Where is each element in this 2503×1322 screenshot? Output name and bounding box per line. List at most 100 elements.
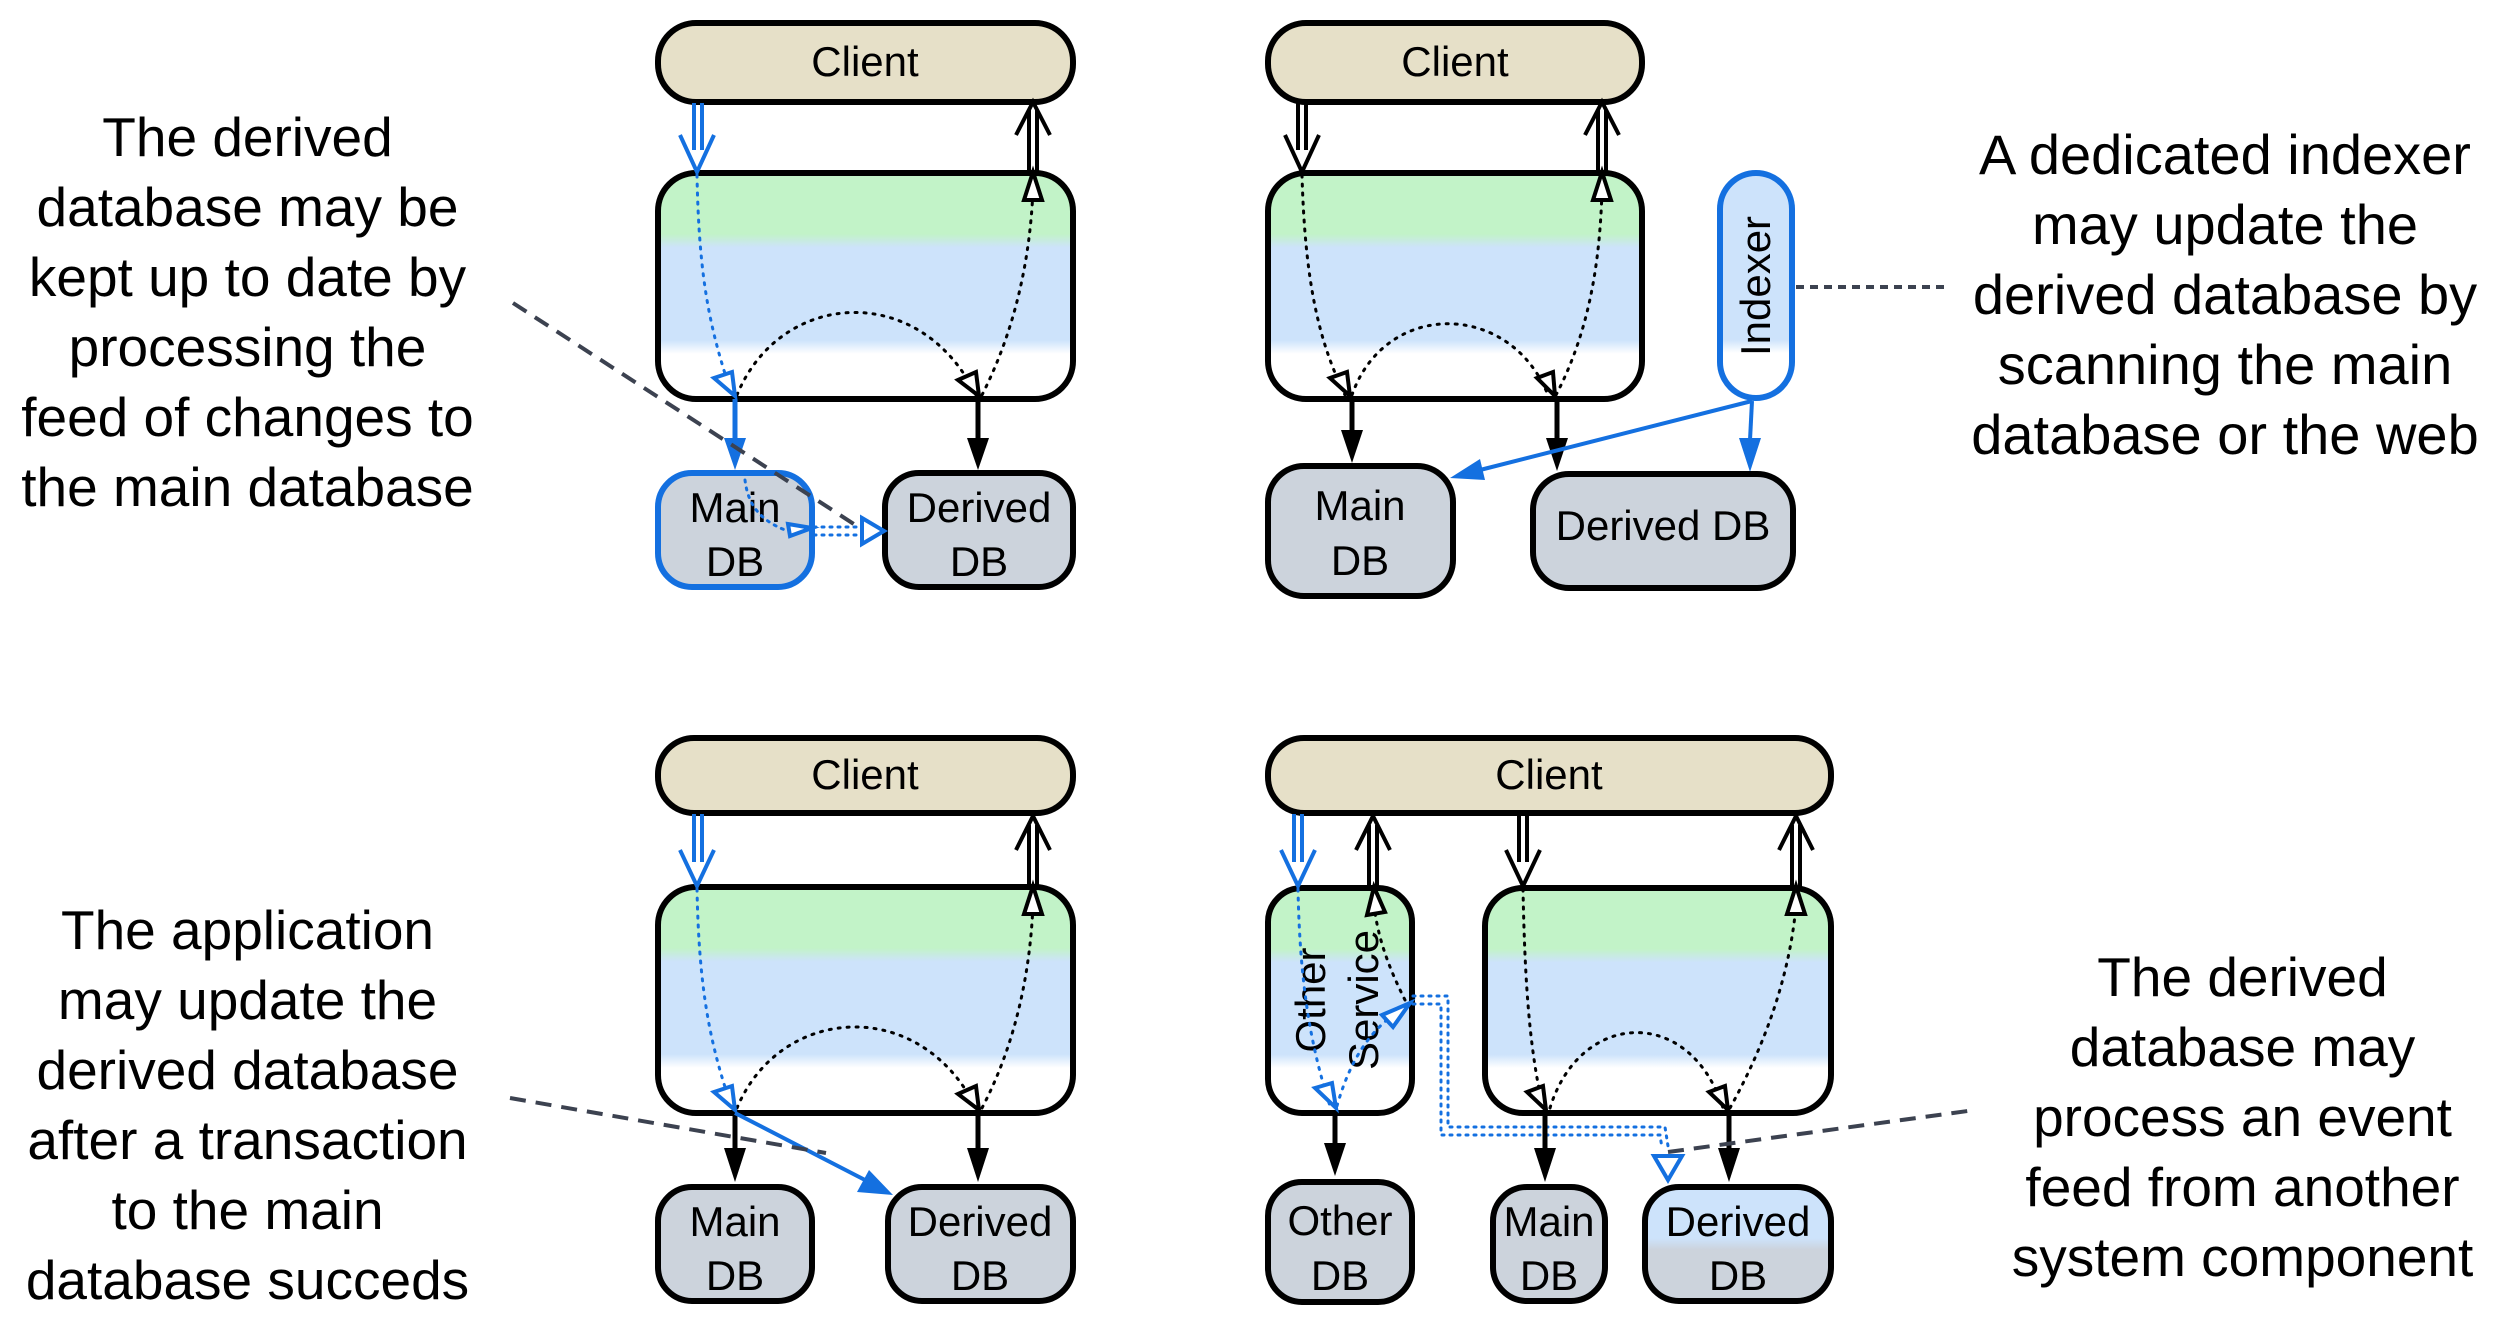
caption-line: database succeds <box>25 1249 470 1311</box>
caption-line: scanning the main <box>1997 333 2453 396</box>
caption-line: may update the <box>2031 193 2419 256</box>
open-arrowhead <box>1650 1154 1686 1184</box>
panel-dedicated-indexer: Client Indexer Main DB Derived DB <box>1265 20 1945 599</box>
caption-line: The application <box>60 899 435 961</box>
open-arrowhead <box>1364 880 1388 918</box>
derived-db-label-line1: Derived <box>908 1198 1053 1245</box>
dotted-flow-arc <box>1548 1031 1725 1110</box>
open-arrowhead <box>860 514 888 548</box>
application-box[interactable] <box>1482 885 1834 1116</box>
main-db-label-line2: DB <box>706 1252 764 1299</box>
main-db[interactable] <box>1265 463 1456 599</box>
arrowhead <box>1739 438 1761 472</box>
application-box[interactable] <box>655 170 1076 402</box>
response-arrow-other <box>1354 811 1392 889</box>
derived-db-label-line1: Derived <box>907 484 1052 531</box>
other-db[interactable] <box>1265 1179 1415 1305</box>
dotted-flow-return <box>1554 188 1604 397</box>
open-arrowhead <box>1311 1080 1339 1114</box>
dotted-flow-arc <box>735 311 978 397</box>
open-arrowhead <box>1784 879 1808 916</box>
response-arrow <box>1583 97 1621 175</box>
client-box[interactable] <box>1265 20 1645 105</box>
client-label: Client <box>1495 751 1603 798</box>
open-arrowhead <box>1021 879 1045 916</box>
indexer-to-derived-db <box>1748 400 1754 441</box>
arrowhead <box>1718 1148 1740 1182</box>
caption-leader <box>511 301 862 530</box>
caption-line: after a transaction <box>27 1109 468 1171</box>
arrowhead <box>1450 459 1485 480</box>
change-feed-dotted <box>743 478 787 532</box>
main-db-label-line1: Main <box>689 1198 780 1245</box>
client-box[interactable] <box>655 20 1076 105</box>
request-arrow <box>678 814 716 891</box>
caption-line: system component <box>2011 1226 2474 1288</box>
panel-feed-of-changes: Client Main DB Derived DB <box>511 20 1076 590</box>
caption-event-feed: The derived database may process an even… <box>1985 942 2500 1292</box>
client-label: Client <box>811 751 919 798</box>
indexer-box[interactable] <box>1717 170 1795 401</box>
open-arrowhead <box>1326 369 1353 402</box>
caption-line: kept up to date by <box>28 246 467 308</box>
derived-db-label-line2: DB <box>951 1252 1009 1299</box>
response-arrow <box>1777 811 1815 889</box>
open-arrowhead <box>954 1083 982 1115</box>
application-box[interactable] <box>1265 170 1645 402</box>
caption-dedicated-indexer: A dedicated indexer may update the deriv… <box>1955 120 2495 470</box>
client-label: Client <box>811 38 919 85</box>
caption-leader <box>1667 1108 1976 1154</box>
open-arrowhead <box>1021 165 1045 202</box>
derived-db[interactable] <box>1530 471 1796 591</box>
arrowhead <box>1534 1148 1556 1182</box>
dotted-flow-return <box>1728 903 1798 1110</box>
derived-db[interactable] <box>1642 1184 1834 1304</box>
open-arrowhead <box>785 521 820 539</box>
request-arrow <box>678 103 716 177</box>
derived-db-label-line1: Derived <box>1666 1198 1811 1245</box>
caption-line: derived database <box>36 1039 459 1101</box>
caption-line: database may <box>2069 1016 2416 1078</box>
dotted-flow-blue <box>695 173 734 397</box>
open-arrowhead <box>710 369 738 401</box>
open-arrowhead <box>1705 1083 1731 1116</box>
response-arrow <box>1014 811 1052 889</box>
derived-db-label: Derived DB <box>1556 502 1771 549</box>
arrowhead <box>967 1148 989 1182</box>
arrowhead <box>724 438 746 470</box>
main-db-label-line1: Main <box>689 484 780 531</box>
caption-line: database may be <box>36 176 459 238</box>
dotted-flow-return <box>980 188 1035 397</box>
caption-line: A dedicated indexer <box>1979 123 2471 186</box>
caption-line: process an event <box>2033 1086 2452 1148</box>
caption-line: The derived <box>102 106 393 168</box>
arrowhead <box>857 1170 893 1195</box>
application-box[interactable] <box>655 884 1076 1116</box>
panel-application-update: Client Main DB Derived DB <box>509 735 1076 1304</box>
main-db-label-line1: Main <box>1503 1198 1594 1245</box>
main-db-label-line2: DB <box>1520 1252 1578 1299</box>
caption-line: derived database by <box>1972 263 2478 326</box>
dotted-flow-return <box>980 903 1035 1110</box>
event-feed-path <box>1411 1002 1664 1150</box>
arrowhead <box>967 438 989 470</box>
caption-line: may update the <box>57 969 438 1031</box>
open-arrowhead <box>1533 369 1558 402</box>
arrowhead <box>724 1148 746 1182</box>
caption-line: the main database <box>21 456 474 518</box>
open-arrowhead <box>1378 998 1416 1031</box>
indexer-to-main-db <box>1479 399 1753 472</box>
main-db[interactable] <box>1490 1184 1608 1304</box>
caption-feed-of-changes: The derived database may be kept up to d… <box>0 102 495 522</box>
open-arrowhead <box>954 369 982 401</box>
client-box[interactable] <box>1265 735 1834 816</box>
client-box[interactable] <box>655 735 1076 816</box>
request-arrow <box>1504 814 1542 891</box>
client-label: Client <box>1401 38 1509 85</box>
request-arrow-other <box>1279 814 1317 891</box>
derived-db[interactable] <box>885 1184 1076 1304</box>
main-db[interactable] <box>655 1184 815 1304</box>
dotted-flow-arc <box>1350 322 1550 397</box>
other-db-label-line1: Other <box>1287 1197 1392 1244</box>
